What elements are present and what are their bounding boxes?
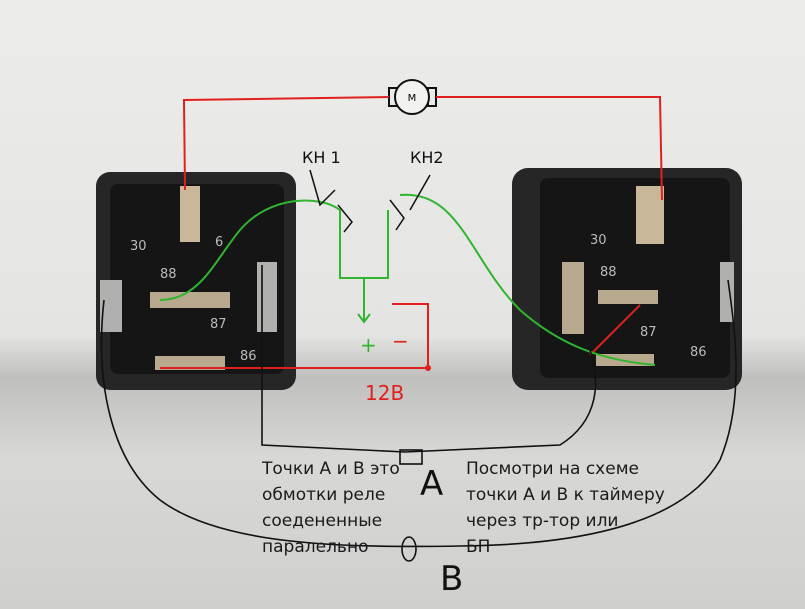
pin-label: 88 (600, 265, 617, 280)
pin-label: 6 (215, 235, 223, 250)
pin-label: 87 (640, 325, 657, 340)
switch2-label: КН2 (410, 148, 444, 167)
note-left: Точки А и В это обмотки реле соедененные… (262, 459, 400, 557)
pin-label: 88 (160, 267, 177, 282)
svg-text:M: M (408, 93, 417, 104)
switch-wires (159, 193, 656, 366)
left-relay: 30 6 88 87 86 (96, 172, 296, 390)
right-relay: 30 88 87 86 (512, 168, 742, 390)
pin-label: 86 (240, 349, 257, 364)
plus-label: + (360, 333, 377, 357)
point-a-label: A (420, 464, 443, 504)
switch-symbols (309, 169, 431, 233)
pin-30 (180, 186, 200, 242)
pin-label: 87 (210, 317, 227, 332)
pin-30 (636, 186, 664, 244)
point-b-label: B (440, 559, 463, 599)
switch1-label: КН 1 (302, 148, 341, 167)
coil-wires (100, 265, 737, 562)
pin-label: 86 (690, 345, 707, 360)
note-right: Посмотри на схеме точки А и В к таймеру … (466, 459, 665, 557)
pin-label: 30 (590, 233, 607, 248)
pin-label: 30 (130, 239, 147, 254)
voltage-label: 12В (365, 381, 404, 405)
power-wires (160, 96, 663, 369)
minus-label: − (392, 329, 409, 353)
